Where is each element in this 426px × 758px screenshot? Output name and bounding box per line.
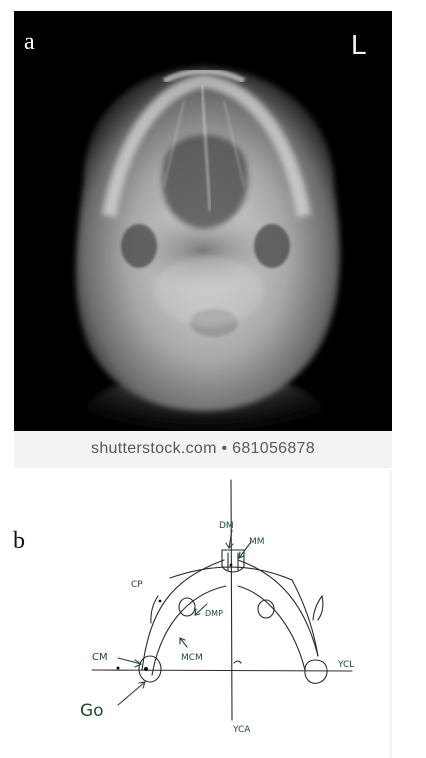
watermark-strip: shutterstock.com • 681056878 [14, 431, 392, 468]
coronoid-right [313, 596, 323, 620]
foramen-right [258, 600, 274, 618]
xray-panel: a L [14, 11, 392, 431]
arrow-cm [118, 658, 141, 664]
inner-arch [152, 586, 305, 675]
label-dm: DM [219, 521, 234, 531]
label-ycl: YCL [337, 660, 354, 670]
label-yca: YCA [232, 725, 251, 735]
mandible-sketch: DM MM CP DMP MCM CM Go YCL YCA [0, 470, 426, 758]
condyle-right [305, 660, 327, 683]
xray-skull-image [14, 11, 392, 431]
label-mcm: MCM [181, 653, 203, 663]
label-mm: MM [249, 537, 265, 547]
sketch-panel: b [0, 470, 426, 758]
outer-arch [142, 560, 318, 670]
arrow-go [118, 682, 145, 705]
panel-a-letter: a [24, 30, 35, 54]
orientation-marker: L [351, 31, 367, 59]
label-go: Go [80, 701, 104, 721]
vertical-axis-line [231, 480, 232, 720]
foramen-left [179, 598, 195, 616]
watermark-text: shutterstock.com • 681056878 [14, 440, 392, 458]
label-cp: CP [131, 580, 143, 590]
coronoid-left [151, 596, 158, 623]
label-dmp: DMP [205, 609, 223, 618]
label-cm: CM [92, 652, 108, 663]
horizontal-axis-line [92, 670, 352, 671]
